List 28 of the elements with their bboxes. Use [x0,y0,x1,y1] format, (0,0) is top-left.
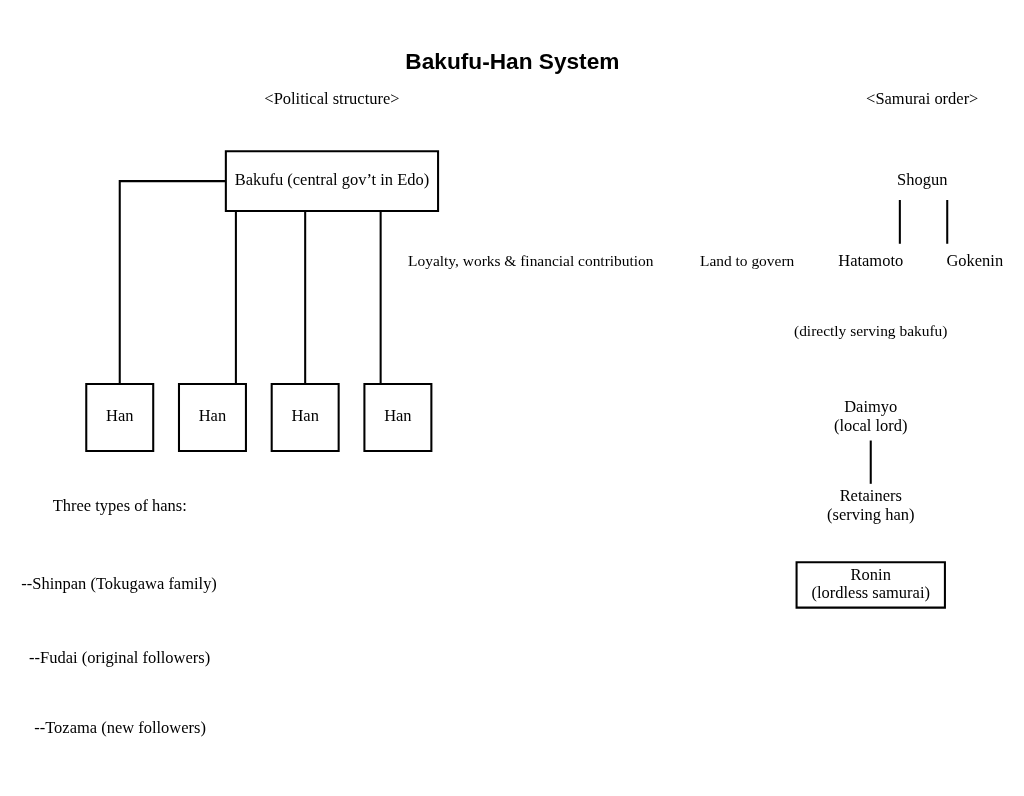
label: --Tozama (new followers) [33,718,206,738]
node-box: Ronin (lordless samurai) [795,561,946,609]
node-box: Han [84,383,154,453]
connector [869,440,872,484]
label: Land to govern [699,252,794,270]
node-text: Retainers (serving han) [826,486,914,524]
label: <Political structure> [263,88,400,108]
node-text: Shogun [896,170,947,190]
node-text: Hatamoto [837,251,903,271]
node-box: Han [177,383,247,453]
node-text: Gokenin [945,251,1003,271]
connector [898,200,901,244]
diagram-title: Bakufu-Han System [404,48,619,75]
node-box: Han [362,383,432,453]
label: --Shinpan (Tokugawa family) [20,573,217,593]
node-text: Daimyo (local lord) [833,397,908,435]
node-box: Han [270,383,340,453]
node-box: Bakufu (central gov’t in Edo) [224,150,439,213]
label: <Samurai order> [865,88,978,108]
connector [118,180,226,384]
label: --Fudai (original followers) [28,648,210,668]
label: (directly serving bakufu) [793,322,947,340]
connector [945,200,948,244]
label: Loyalty, works & financial contribution [407,252,654,270]
label: Three types of hans: [52,495,187,515]
connector [234,211,237,385]
connector [379,211,382,385]
connector [303,211,306,385]
